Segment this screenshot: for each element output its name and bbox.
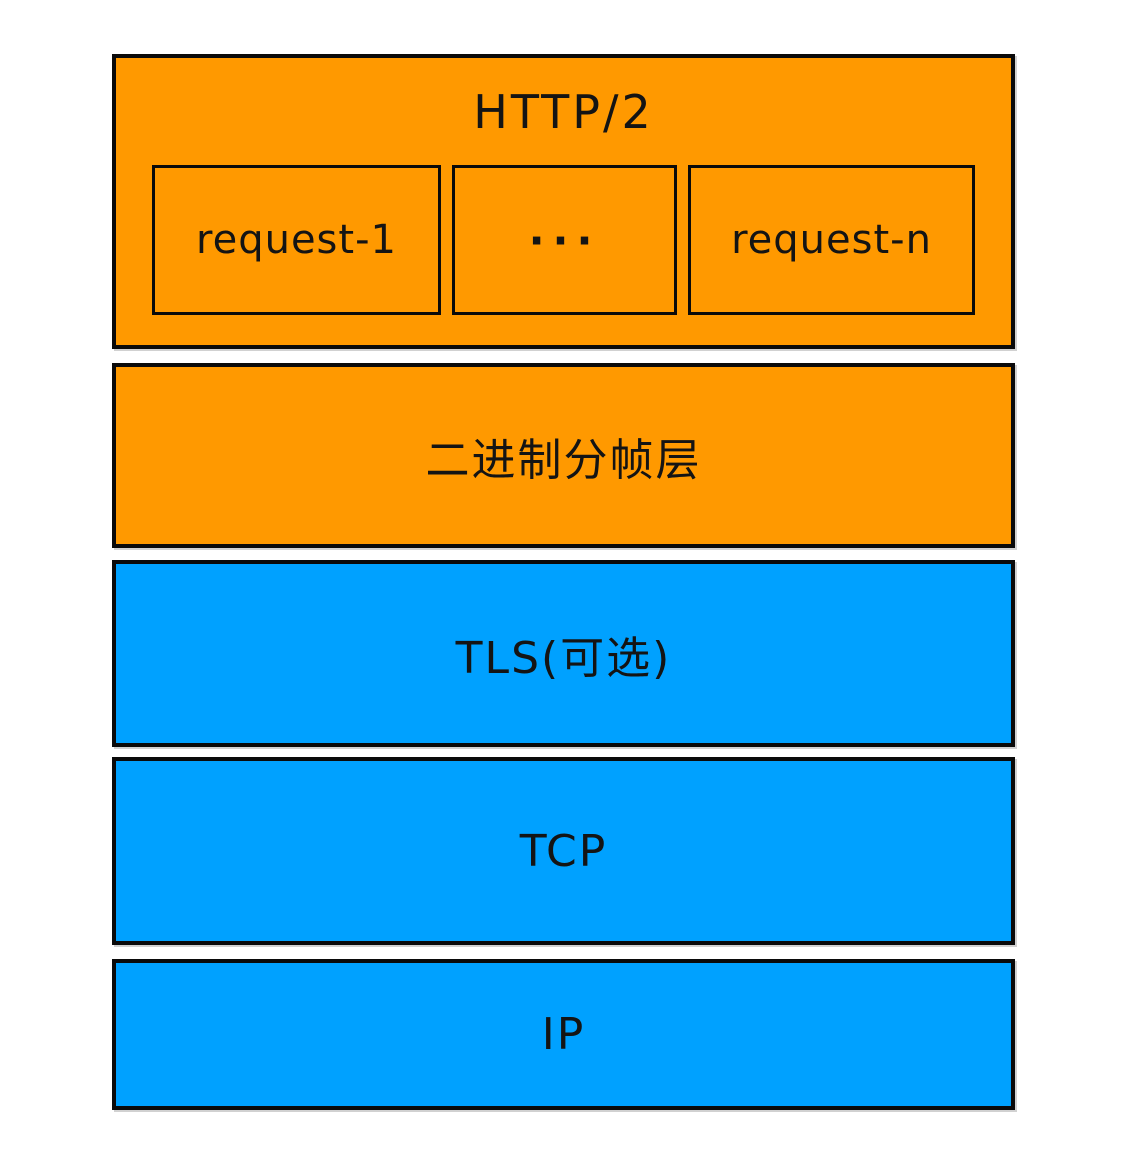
requests-ellipsis-box: ··· [452, 165, 677, 315]
request-n-label: request-n [731, 217, 932, 263]
ip-layer-label: IP [541, 1009, 586, 1060]
binary-framing-layer-box: 二进制分帧层 [112, 363, 1015, 548]
ip-layer-box: IP [112, 959, 1015, 1110]
tcp-layer-box: TCP [112, 757, 1015, 945]
request-1-label: request-1 [196, 217, 397, 263]
binary-framing-layer-label: 二进制分帧层 [425, 434, 702, 486]
tls-layer-label: TLS(可选) [455, 632, 672, 684]
http2-title-row: HTTP/2 [152, 58, 975, 165]
request-1-box: request-1 [152, 165, 441, 315]
tls-layer-box: TLS(可选) [112, 560, 1015, 747]
http2-layer-label: HTTP/2 [473, 84, 654, 139]
http2-layer-box: HTTP/2 request-1 ··· request-n [112, 54, 1015, 349]
requests-row: request-1 ··· request-n [152, 165, 975, 315]
tcp-layer-label: TCP [519, 825, 608, 877]
request-n-box: request-n [688, 165, 975, 315]
requests-ellipsis-label: ··· [528, 215, 601, 265]
